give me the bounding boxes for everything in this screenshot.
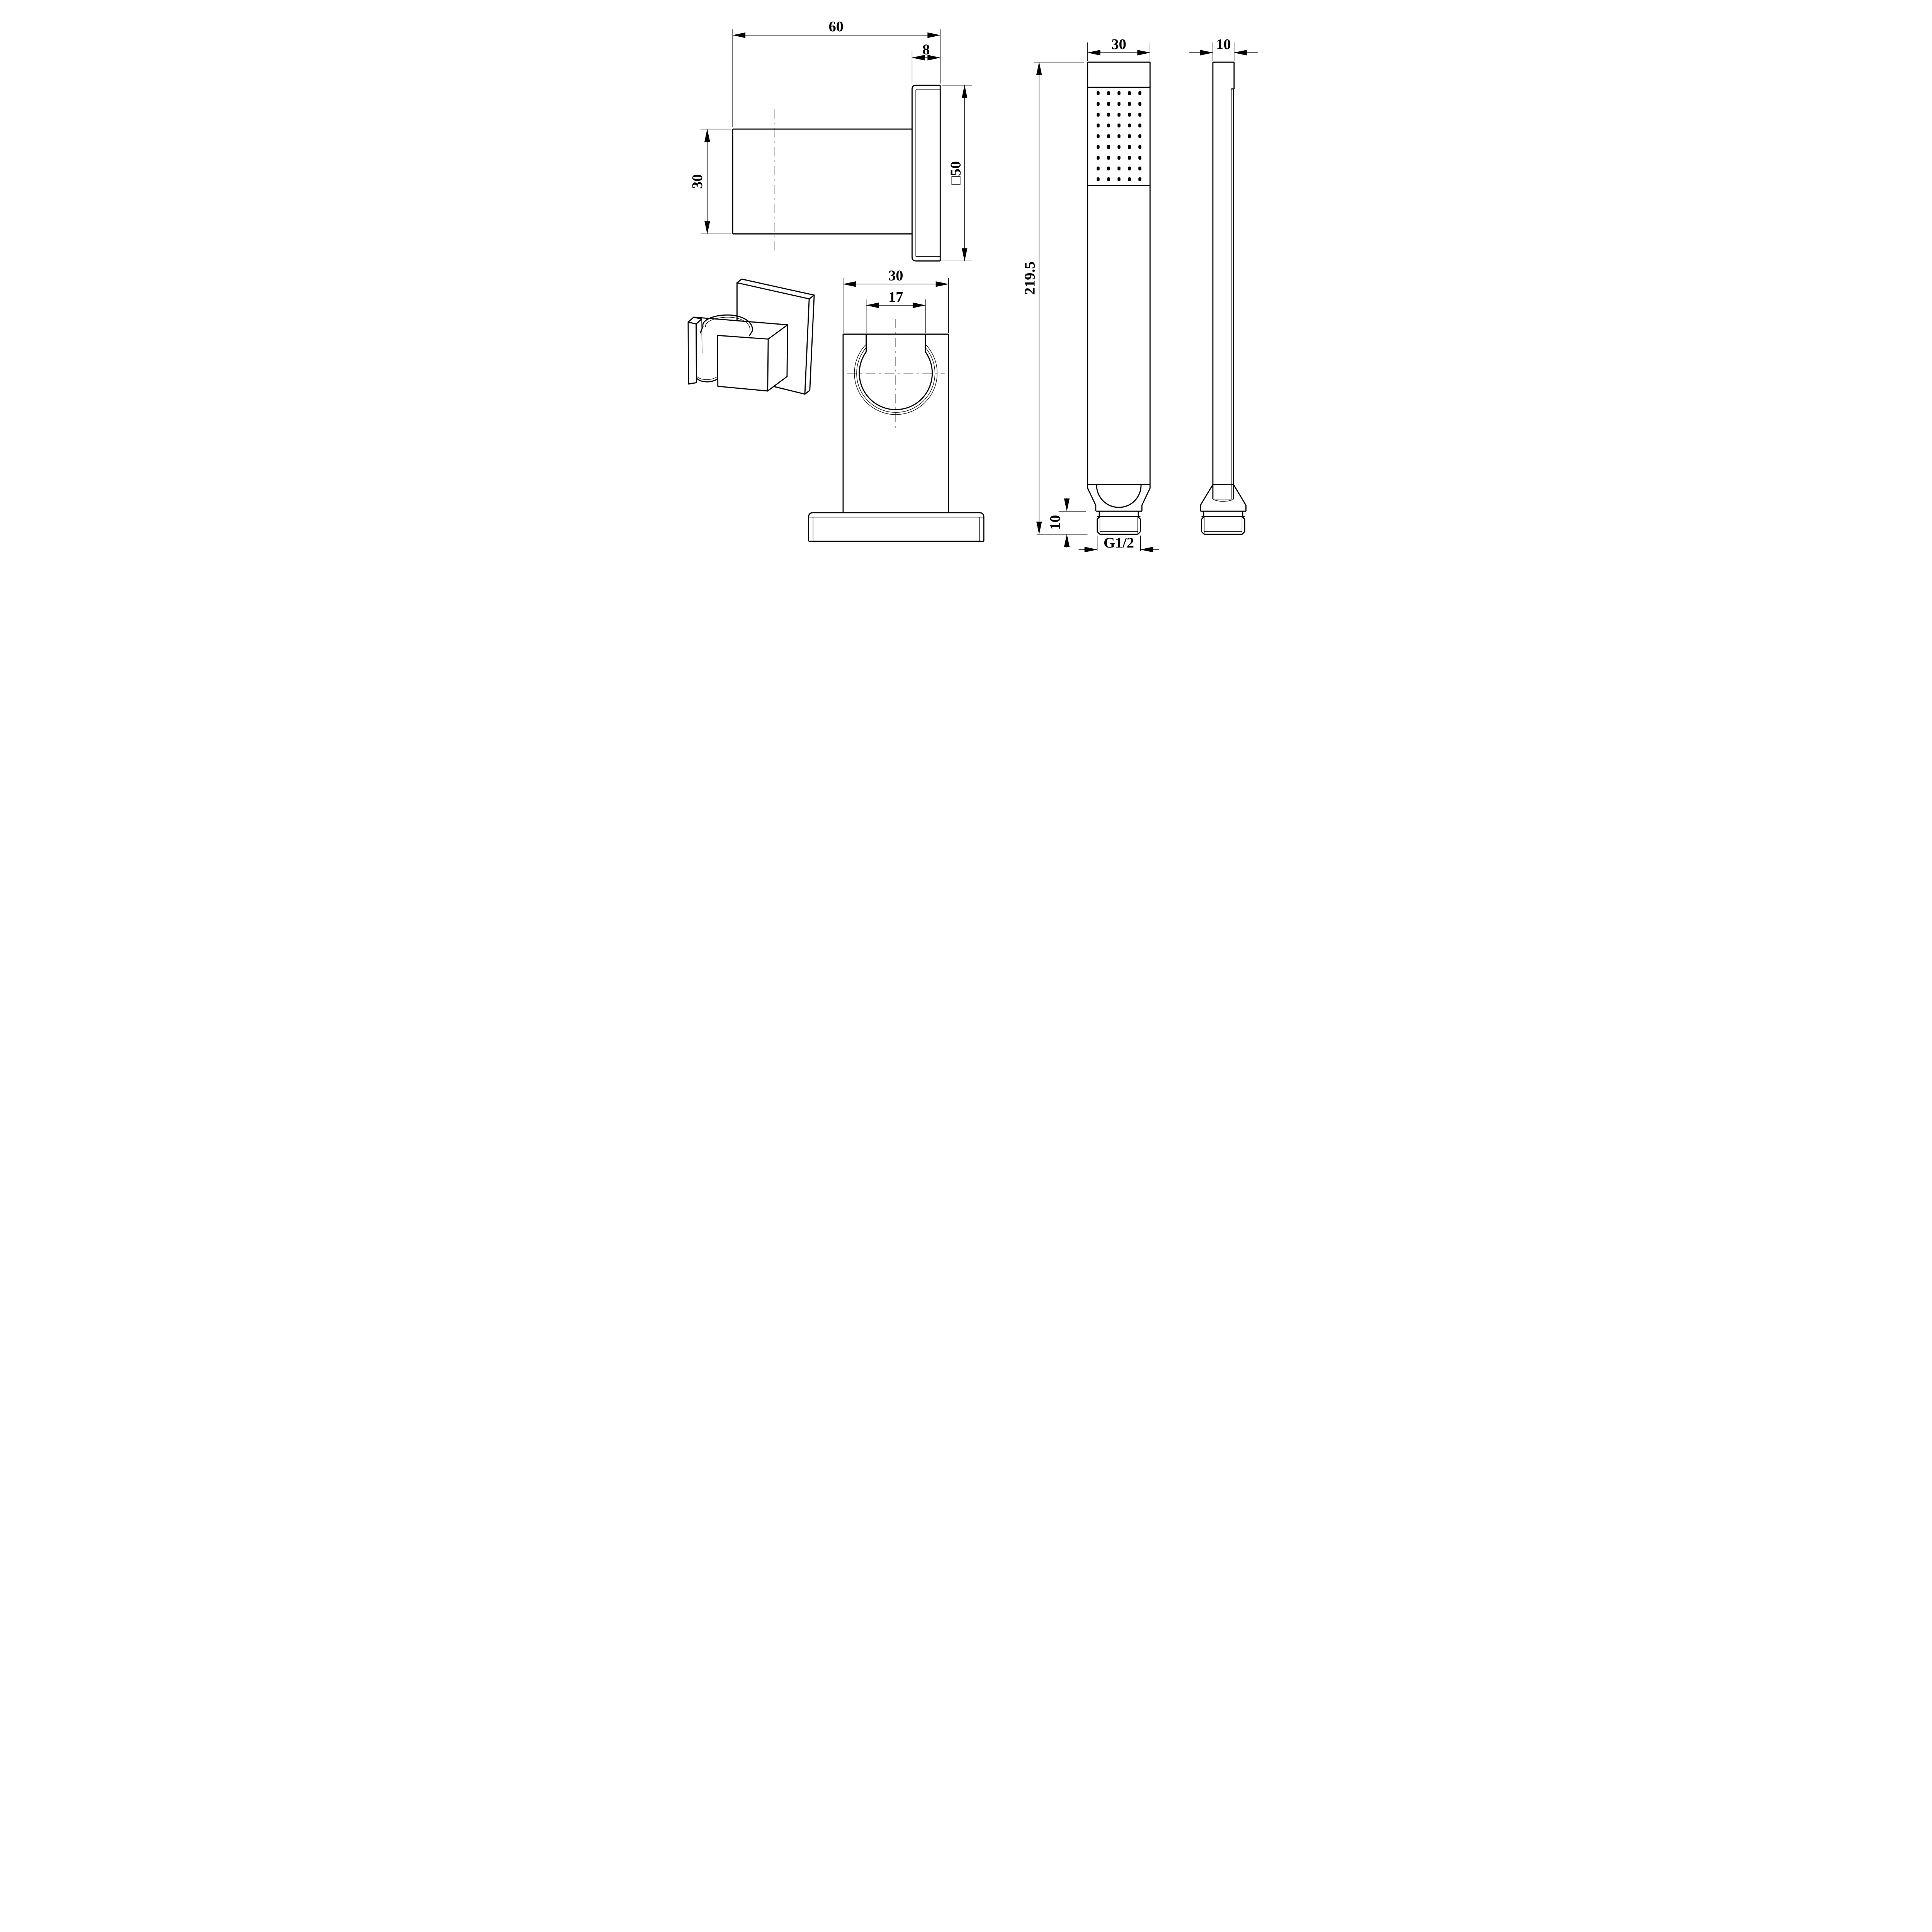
dim-shower-head-width: 30: [1087, 36, 1151, 61]
dim-bracket-plate-thickness: 8: [912, 41, 941, 84]
shower-cone-left: [1087, 484, 1097, 512]
shower-nut-dome-arc: [1096, 485, 1142, 508]
dim-bracket-plate-square-label: □50: [947, 161, 964, 185]
dim-shower-side-thickness: 10: [1189, 36, 1258, 61]
handshower-side-view: 10: [1189, 36, 1258, 535]
iso-plate-right-edge: [804, 298, 810, 395]
iso-plate-top-face: [736, 278, 815, 299]
side-cone-right: [1233, 484, 1247, 512]
dim-shower-thread-length-label: 10: [1047, 515, 1063, 530]
shower-thread-outline: [1097, 516, 1141, 535]
dim-holder-width-label: 30: [888, 267, 903, 284]
dim-shower-total-length: 219.5: [1022, 62, 1088, 535]
bracket-plate-outline: [911, 85, 940, 262]
side-cone-left: [1200, 484, 1214, 512]
dim-bracket-arm-height: 30: [689, 129, 731, 235]
holder-bore-circle: [859, 351, 933, 410]
side-thread-root-lines: [1204, 516, 1243, 534]
dim-shower-thread-spec-label: G1/2: [1104, 535, 1134, 551]
iso-cradle-rim-outer: [702, 314, 753, 332]
side-thread-outline: [1201, 516, 1245, 535]
drawing-sheet: 60 8 30 □50: [663, 0, 1269, 553]
holder-front-view: 30 17: [808, 267, 985, 542]
dim-bracket-plate-square: □50: [942, 85, 973, 262]
handshower-front-view: 30 219.5 10 G1/2: [1022, 36, 1159, 553]
dim-bracket-plate-thickness-label: 8: [922, 41, 930, 58]
dim-shower-thread-length: 10: [1047, 498, 1086, 548]
holder-bore-ring-mid: [856, 347, 935, 413]
dim-holder-width: 30: [843, 267, 949, 333]
side-tube-end-arc: [1213, 499, 1234, 502]
dim-shower-head-width-label: 30: [1111, 36, 1126, 53]
dim-bracket-width: 60: [732, 19, 941, 127]
dim-bracket-width-label: 60: [829, 19, 844, 35]
iso-block-right-face: [767, 324, 788, 392]
iso-plate-top-edge: [736, 282, 810, 299]
iso-saddle-inner: [696, 376, 718, 380]
iso-plate-bottom-edge: [773, 386, 806, 395]
holder-base-outline: [808, 512, 985, 541]
iso-block-front-face: [717, 335, 769, 392]
bracket-isometric-view: [687, 278, 815, 395]
iso-cradle-rim-edge-right: [749, 330, 753, 337]
dim-holder-slot-width-label: 17: [888, 289, 903, 305]
dim-shower-thread-spec: G1/2: [1078, 535, 1159, 553]
technical-drawing: 60 8 30 □50: [663, 0, 1269, 553]
dim-holder-slot-width: 17: [866, 289, 926, 333]
iso-leftwall-front-face: [687, 321, 697, 385]
dim-shower-side-thickness-label: 10: [1216, 36, 1231, 53]
spray-nozzle-grid: [1097, 91, 1141, 182]
bracket-side-view: 60 8 30 □50: [689, 19, 973, 262]
dim-bracket-arm-height-label: 30: [689, 174, 706, 189]
iso-block-top-face: [687, 316, 788, 340]
iso-cradle-rim-inner: [705, 317, 750, 331]
dim-shower-total-length-label: 219.5: [1022, 262, 1038, 295]
iso-saddle-outer: [696, 378, 718, 383]
shower-cone-right: [1141, 484, 1151, 512]
iso-plate-side-face: [804, 294, 815, 395]
shower-thread-root-lines: [1099, 516, 1138, 534]
